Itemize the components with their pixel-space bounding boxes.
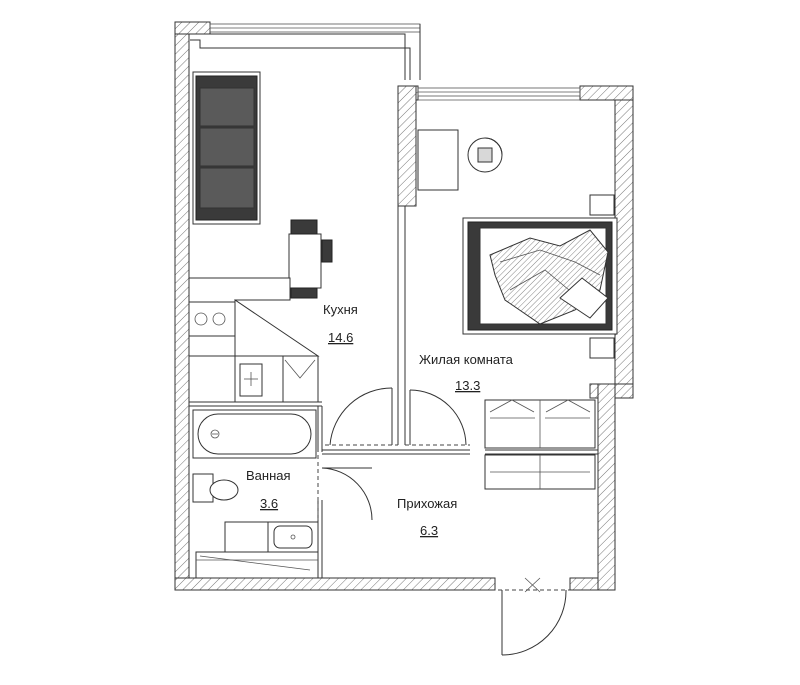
desk [417, 129, 503, 191]
windows [190, 23, 581, 101]
kitchen-area: 14.6 [328, 330, 353, 345]
washing-machine [195, 521, 319, 579]
kitchen-counter [188, 277, 320, 357]
sofa [192, 71, 261, 225]
hallway-area: 6.3 [420, 523, 438, 538]
living-room-area: 13.3 [455, 378, 480, 393]
bathtub [192, 409, 317, 459]
kitchen-sink [234, 355, 319, 403]
hallway-wardrobe [484, 454, 596, 490]
living-room-name: Жилая комната [419, 352, 514, 367]
toilet [192, 473, 239, 503]
entrance-marker [524, 577, 541, 593]
bed [462, 194, 618, 359]
kitchen-name: Кухня [323, 302, 358, 317]
bathroom-name: Ванная [246, 468, 291, 483]
doors [317, 387, 570, 656]
bathroom-area: 3.6 [260, 496, 278, 511]
washbasin [267, 521, 319, 553]
wardrobe [484, 399, 596, 449]
dining-table [288, 219, 333, 299]
hallway-name: Прихожая [397, 496, 457, 511]
